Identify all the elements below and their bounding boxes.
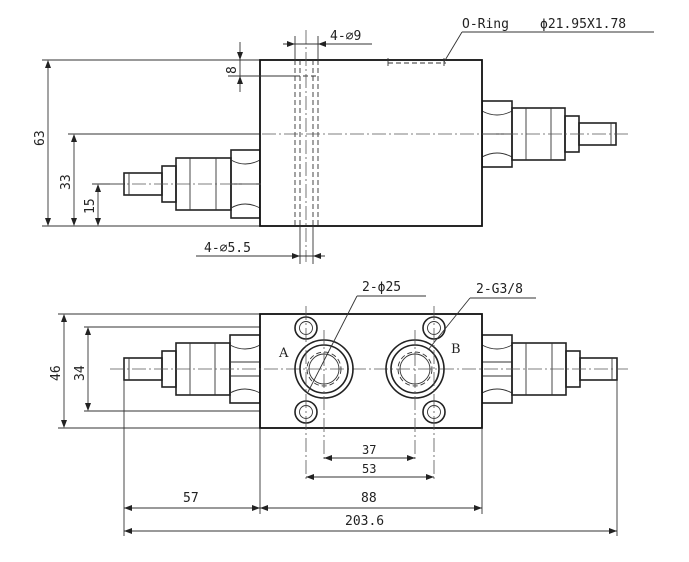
- port-diameter-label: 2-ϕ25: [362, 280, 401, 295]
- dim-port-spacing-inner-text: 37: [362, 443, 376, 457]
- dim-height-63: 63: [33, 60, 51, 226]
- dim-inner-height-text: 34: [73, 365, 88, 381]
- dim-depth-8: 8: [225, 42, 295, 92]
- dim-axis-lower-15: 15: [83, 184, 101, 226]
- port-thread-callout: 2-G3/8: [427, 282, 536, 351]
- dim-height-text: 63: [33, 130, 48, 146]
- dim-inner-height-34: 34: [73, 327, 91, 411]
- oring-label: O-Ring: [462, 17, 509, 32]
- oring-callout: O-Ring ϕ21.95X1.78: [443, 17, 654, 63]
- dim-hole-top: 4-⌀9: [283, 29, 372, 60]
- dim-port-spacing-outer-text: 53: [362, 462, 376, 476]
- dim-left-offset-57: 57: [124, 491, 260, 511]
- port-a-label: A: [278, 346, 289, 361]
- dim-outer-height-text: 46: [49, 365, 64, 381]
- dim-axis-lower-text: 15: [83, 198, 98, 214]
- dim-body-width-88: 88: [260, 491, 482, 511]
- valve-block-top: [259, 59, 483, 227]
- dim-total-length: 203.6: [124, 514, 617, 534]
- dim-port-spacing-37: 37: [324, 443, 415, 461]
- dim-depth-text: 8: [225, 66, 240, 74]
- top-view: 63 33 15: [33, 17, 654, 264]
- valve-block-front: [259, 313, 483, 429]
- dim-left-offset-text: 57: [183, 491, 199, 506]
- port-b-label: B: [451, 342, 461, 357]
- dim-axis-upper-text: 33: [59, 174, 74, 190]
- port-thread-label: 2-G3/8: [476, 282, 523, 297]
- dim-body-width-text: 88: [361, 491, 377, 506]
- mounting-holes-hidden: [294, 30, 319, 262]
- dim-hole-bottom: 4-⌀5.5: [196, 226, 325, 264]
- front-view: 46 34: [49, 280, 628, 536]
- oring-spec: ϕ21.95X1.78: [540, 17, 626, 32]
- hole-bottom-label: 4-⌀5.5: [204, 241, 251, 256]
- dim-port-spacing-53: 53: [306, 462, 434, 480]
- port-diameter-callout: 2-ϕ25: [307, 280, 426, 393]
- dim-axis-upper-33: 33: [59, 134, 77, 226]
- dim-total-length-text: 203.6: [345, 514, 384, 529]
- hole-top-label: 4-⌀9: [330, 29, 361, 44]
- dim-outer-height-46: 46: [49, 314, 67, 428]
